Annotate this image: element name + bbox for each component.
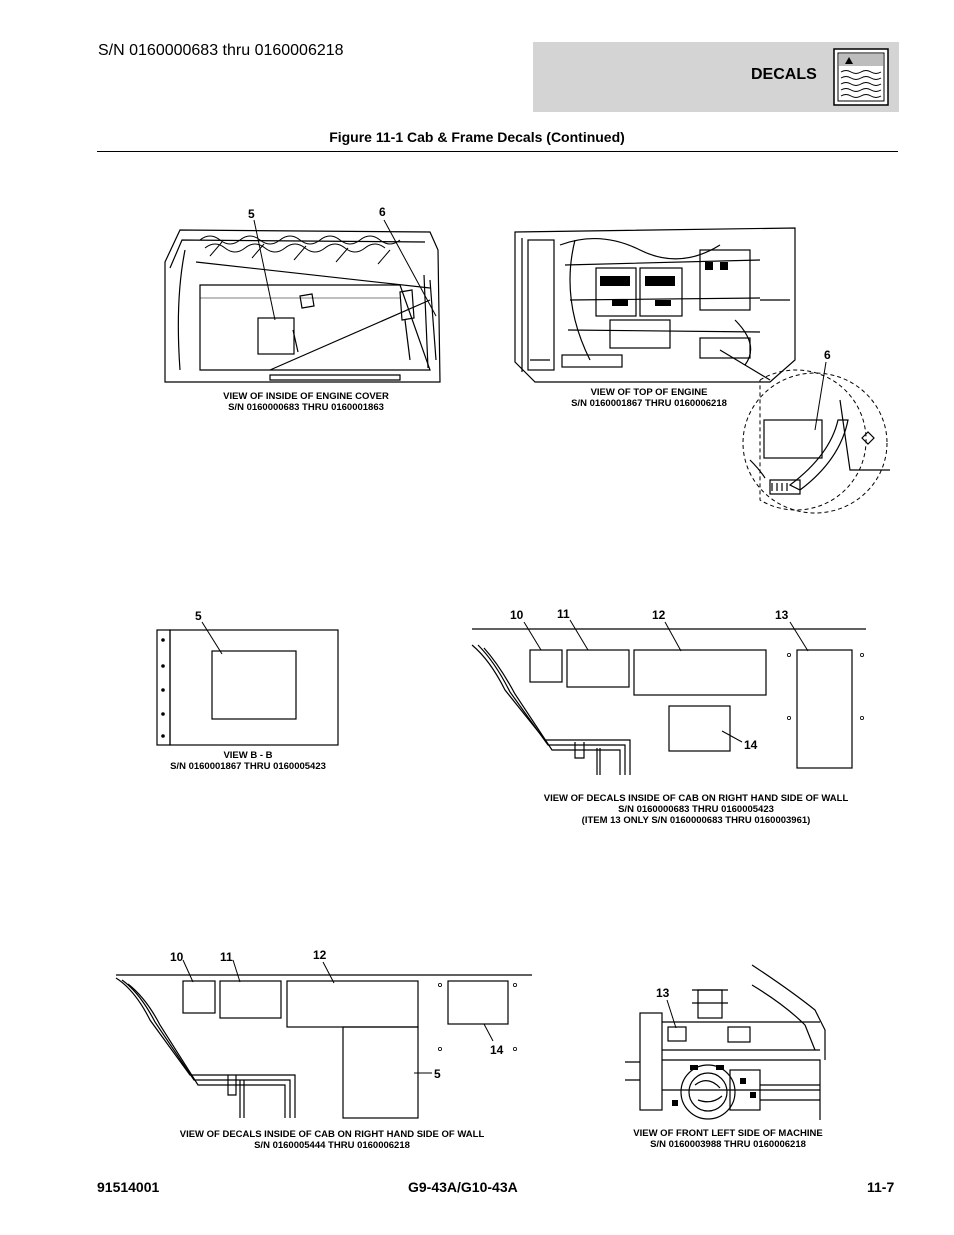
callout-11-cab-wall-1: 11 bbox=[557, 607, 570, 621]
header-rule bbox=[97, 151, 898, 152]
callout-5-engine-cover: 5 bbox=[248, 207, 255, 221]
callout-14-cab-wall-1: 14 bbox=[744, 738, 758, 752]
footer-page-number: 11-7 bbox=[867, 1179, 895, 1195]
callout-10-cab-wall-1: 10 bbox=[510, 608, 524, 622]
caption-engine-cover: VIEW OF INSIDE OF ENGINE COVER S/N 01600… bbox=[223, 391, 389, 413]
serial-range: S/N 0160000683 thru 0160006218 bbox=[98, 42, 344, 59]
callout-10-cab-wall-2: 10 bbox=[170, 950, 184, 964]
callout-14-cab-wall-2: 14 bbox=[490, 1043, 504, 1057]
callout-5-view-bb: 5 bbox=[195, 609, 202, 623]
footer-part-number: 91514001 bbox=[97, 1179, 160, 1195]
caption-front-left: VIEW OF FRONT LEFT SIDE OF MACHINE S/N 0… bbox=[633, 1128, 823, 1150]
callout-12-cab-wall-1: 12 bbox=[652, 608, 666, 622]
figure-title: Figure 11-1 Cab & Frame Decals (Continue… bbox=[329, 129, 625, 145]
caption-top-of-engine: VIEW OF TOP OF ENGINE S/N 0160001867 THR… bbox=[571, 387, 727, 409]
callout-11-cab-wall-2: 11 bbox=[220, 950, 233, 964]
caption-view-bb: VIEW B - B S/N 0160001867 THRU 016000542… bbox=[170, 750, 326, 772]
callout-6-top-of-engine: 6 bbox=[824, 348, 831, 362]
callout-12-cab-wall-2: 12 bbox=[313, 948, 327, 962]
section-tab-label: DECALS bbox=[751, 66, 817, 83]
callout-6-engine-cover: 6 bbox=[379, 205, 386, 219]
caption-cab-wall-1: VIEW OF DECALS INSIDE OF CAB ON RIGHT HA… bbox=[543, 793, 849, 826]
footer-model: G9-43A/G10-43A bbox=[408, 1179, 518, 1195]
caption-cab-wall-2: VIEW OF DECALS INSIDE OF CAB ON RIGHT HA… bbox=[179, 1129, 485, 1151]
callout-13-front-left: 13 bbox=[656, 986, 670, 1000]
decal-warning-icon bbox=[833, 48, 889, 106]
section-tab: DECALS bbox=[533, 42, 899, 112]
callout-5-cab-wall-2: 5 bbox=[434, 1067, 441, 1081]
callout-13-cab-wall-1: 13 bbox=[775, 608, 789, 622]
